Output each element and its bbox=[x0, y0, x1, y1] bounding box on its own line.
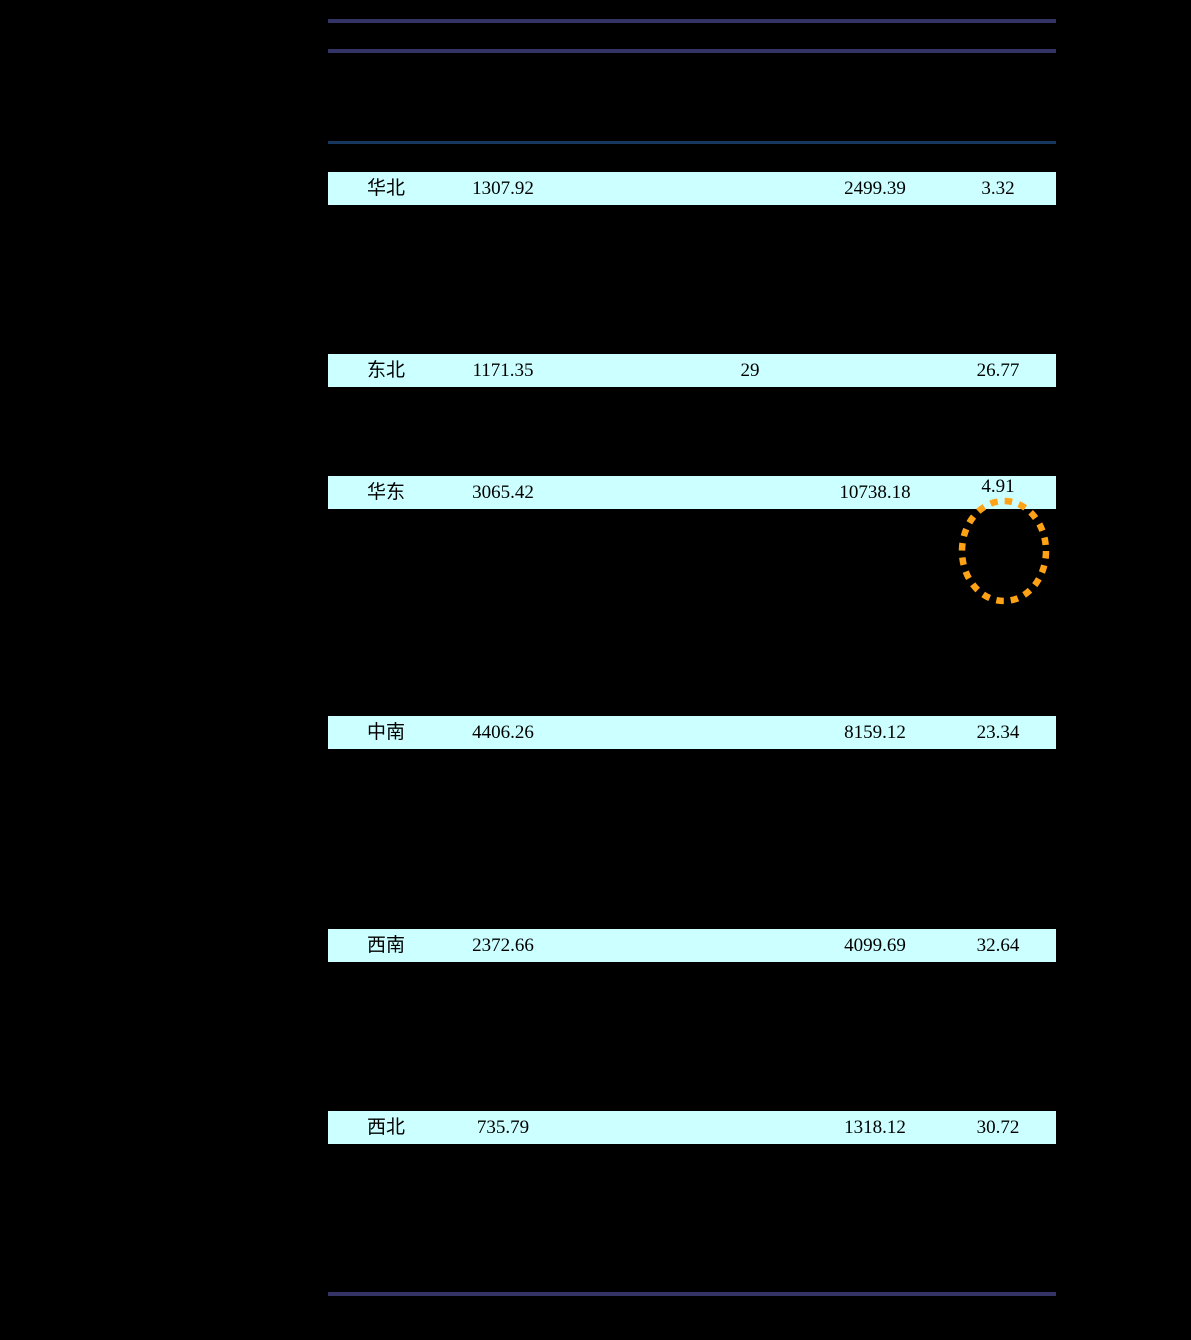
value-cell: 8159.12 bbox=[844, 722, 906, 743]
region-cell: 中南 bbox=[366, 722, 406, 743]
value-cell: 4099.69 bbox=[844, 935, 906, 956]
value-cell: 2372.66 bbox=[472, 935, 534, 956]
highlight-ellipse-icon bbox=[958, 497, 1050, 605]
value-cell: 1307.92 bbox=[472, 178, 534, 199]
value-cell: 26.77 bbox=[976, 360, 1020, 381]
table-row-xinan: 西南 2372.66 4099.69 32.64 bbox=[328, 929, 1056, 962]
region-cell: 西北 bbox=[366, 1117, 406, 1138]
region-cell: 华北 bbox=[366, 178, 406, 199]
value-cell-highlighted: 4.91 bbox=[981, 476, 1015, 497]
value-cell: 10738.18 bbox=[839, 482, 911, 503]
value-cell: 4406.26 bbox=[472, 722, 534, 743]
table-row-huabei: 华北 1307.92 2499.39 3.32 bbox=[328, 172, 1056, 205]
table-row-zhongnan: 中南 4406.26 8159.12 23.34 bbox=[328, 716, 1056, 749]
table-header-top-border bbox=[328, 49, 1056, 53]
table-row-dongbei: 东北 1171.35 29 26.77 bbox=[328, 354, 1056, 387]
value-cell: 30.72 bbox=[976, 1117, 1020, 1138]
region-cell: 华东 bbox=[366, 482, 406, 503]
table-row-xibei: 西北 735.79 1318.12 30.72 bbox=[328, 1111, 1056, 1144]
table-header-bottom-border bbox=[328, 141, 1056, 144]
value-cell: 1318.12 bbox=[844, 1117, 906, 1138]
value-cell: 23.34 bbox=[976, 722, 1020, 743]
table-row-huadong: 华东 3065.42 10738.18 4.91 bbox=[328, 476, 1056, 509]
region-cell: 东北 bbox=[366, 360, 406, 381]
value-cell: 3065.42 bbox=[472, 482, 534, 503]
table-bottom-border bbox=[328, 1292, 1056, 1296]
value-cell: 735.79 bbox=[476, 1117, 530, 1138]
value-cell: 32.64 bbox=[976, 935, 1020, 956]
table-outer-top-border bbox=[328, 19, 1056, 23]
value-cell: 2499.39 bbox=[844, 178, 906, 199]
region-cell: 西南 bbox=[366, 935, 406, 956]
value-cell: 3.32 bbox=[981, 178, 1015, 199]
value-cell: 1171.35 bbox=[472, 360, 534, 381]
value-cell: 29 bbox=[740, 360, 760, 381]
